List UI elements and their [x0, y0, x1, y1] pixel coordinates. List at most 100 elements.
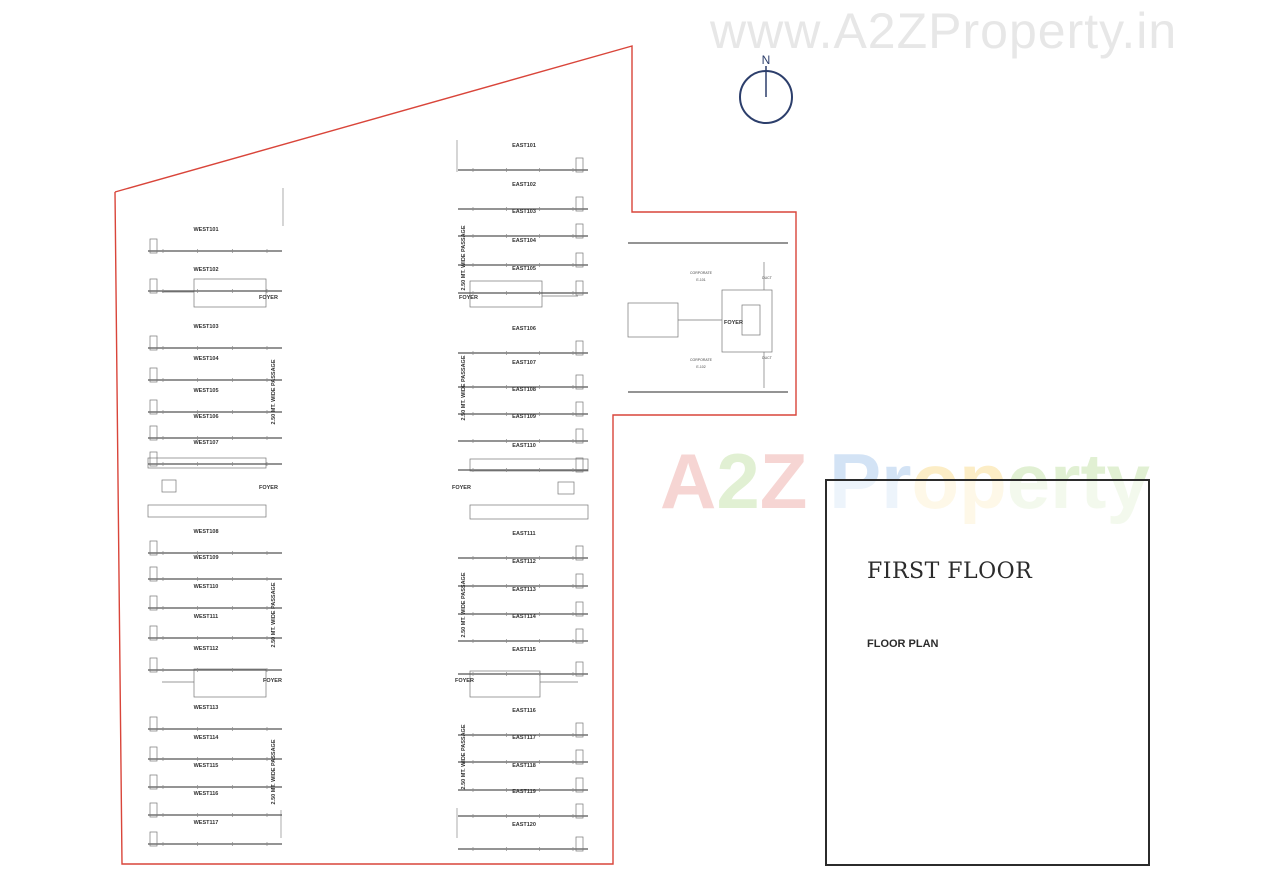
unit-label: WEST111	[194, 614, 218, 620]
utility-block	[149, 425, 158, 441]
watermark-letter: 2	[716, 437, 760, 525]
utility-block	[149, 625, 158, 641]
corporate-unit-number: E-101	[696, 278, 705, 282]
utility-block	[149, 540, 158, 556]
unit-label: WEST116	[194, 791, 219, 797]
unit-label: EAST107	[512, 360, 536, 366]
unit-label: WEST101	[193, 227, 218, 233]
utility-block	[575, 374, 584, 390]
unit-label: EAST111	[512, 531, 535, 537]
unit-label: EAST118	[512, 763, 536, 769]
unit-label: WEST115	[194, 763, 219, 769]
passage-label: 2.50 MT. WIDE PASSAGE	[461, 225, 467, 290]
site-boundary	[114, 45, 797, 865]
watermark-letter: A	[660, 437, 717, 525]
utility-block	[575, 340, 584, 356]
unit-label: EAST117	[512, 735, 536, 741]
passage-label: 2.50 MT. WIDE PASSAGE	[271, 359, 277, 424]
west-unit-row: WEST101WEST102WEST103WEST104WEST105WEST1…	[148, 227, 282, 847]
floor-subtitle: FLOOR PLAN	[867, 638, 939, 650]
unit-label: EAST113	[512, 587, 536, 593]
floor-title: FIRST FLOOR	[867, 559, 1033, 584]
unit-label: WEST103	[193, 324, 218, 330]
utility-block	[149, 399, 158, 415]
utility-block	[575, 223, 584, 239]
utility-block	[575, 722, 584, 738]
unit-label: EAST109	[512, 414, 536, 420]
utility-block	[575, 428, 584, 444]
unit-label: EAST116	[512, 708, 536, 714]
foyer-label: FOYER	[724, 320, 743, 326]
foyer-label: FOYER	[259, 485, 278, 491]
utility-block	[575, 777, 584, 793]
unit-label: WEST104	[193, 356, 219, 362]
utility-block	[575, 661, 584, 677]
utility-block	[149, 367, 158, 383]
foyer-label: FOYER	[459, 295, 478, 301]
utility-block	[575, 196, 584, 212]
corporate-label: CORPORATE	[690, 271, 713, 275]
unit-label: EAST119	[512, 789, 536, 795]
unit-label: EAST120	[512, 822, 536, 828]
utility-block	[149, 802, 158, 818]
unit-label: WEST105	[193, 388, 218, 394]
utility-block	[575, 749, 584, 765]
duct-label: DUCT	[762, 356, 773, 360]
utility-block	[149, 566, 158, 582]
unit-label: WEST114	[194, 735, 220, 741]
utility-block	[575, 545, 584, 561]
unit-label: EAST112	[512, 559, 536, 565]
utility-block	[149, 831, 158, 847]
utility-block	[575, 601, 584, 617]
passage-label: 2.50 MT. WIDE PASSAGE	[461, 355, 467, 420]
utility-block	[575, 457, 584, 473]
unit-label: WEST113	[194, 705, 219, 711]
watermark-letter: Z	[759, 437, 808, 525]
unit-label: WEST112	[194, 646, 219, 652]
east-unit-row: EAST101EAST102EAST103EAST104EAST105EAST1…	[458, 143, 588, 852]
passage-label: 2.50 MT. WIDE PASSAGE	[271, 582, 277, 647]
utility-block	[149, 716, 158, 732]
unit-label: EAST101	[512, 143, 536, 149]
utility-block	[149, 451, 158, 467]
unit-label: WEST102	[193, 267, 218, 273]
utility-block	[149, 278, 158, 294]
utility-block	[575, 803, 584, 819]
unit-label: WEST108	[193, 529, 218, 535]
utility-block	[575, 836, 584, 852]
passage-label: 2.50 MT. WIDE PASSAGE	[271, 739, 277, 804]
utility-block	[149, 774, 158, 790]
utility-block	[149, 657, 158, 673]
unit-label: WEST109	[193, 555, 218, 561]
unit-label: EAST106	[512, 326, 536, 332]
passage-label: 2.50 MT. WIDE PASSAGE	[461, 572, 467, 637]
utility-block	[575, 401, 584, 417]
passage-label: 2.50 MT. WIDE PASSAGE	[461, 724, 467, 789]
corporate-unit-number: E-102	[696, 365, 705, 369]
unit-label: EAST104	[512, 238, 537, 244]
unit-label: EAST102	[512, 182, 536, 188]
duct-label: DUCT	[762, 276, 773, 280]
foyer-label: FOYER	[259, 295, 278, 301]
north-label: N	[762, 53, 771, 67]
unit-label: WEST117	[194, 820, 219, 826]
unit-label: EAST105	[512, 266, 536, 272]
unit-label: WEST110	[194, 584, 219, 590]
foyer-label: FOYER	[263, 678, 282, 684]
utility-block	[575, 252, 584, 268]
unit-label: EAST115	[512, 647, 536, 653]
unit-label: EAST108	[512, 387, 536, 393]
unit-label: WEST106	[193, 414, 218, 420]
utility-block	[575, 157, 584, 173]
utility-block	[149, 595, 158, 611]
utility-block	[149, 335, 158, 351]
unit-label: WEST107	[193, 440, 218, 446]
utility-block	[575, 280, 584, 296]
foyer-label: FOYER	[452, 485, 471, 491]
utility-block	[149, 238, 158, 254]
utility-block	[575, 628, 584, 644]
title-block: FIRST FLOOR FLOOR PLAN	[825, 479, 1150, 866]
foyer-label: FOYER	[455, 678, 474, 684]
north-compass-icon: N	[736, 52, 796, 128]
